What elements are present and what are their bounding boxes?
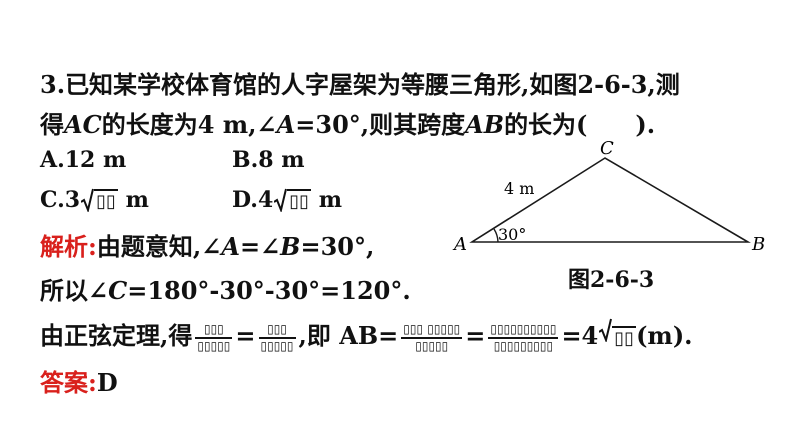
sqrt-symbol: ▯▯ bbox=[81, 186, 118, 214]
answer-value: D bbox=[96, 368, 118, 397]
solution-text-1a: 由题意知,∠ bbox=[96, 232, 222, 261]
solution-text-3d: (m). bbox=[636, 321, 693, 350]
segment-ab: AB bbox=[465, 110, 505, 139]
figure-caption: 图2-6-3 bbox=[568, 267, 655, 293]
fraction-3: ▯▯▯ ▯▯▯▯▯ ▯▯▯▯▯ bbox=[401, 321, 463, 353]
solution-label: 解析: bbox=[40, 232, 97, 261]
fraction-1-denominator: ▯▯▯▯▯ bbox=[197, 338, 231, 353]
option-a-text: A.12 m bbox=[40, 147, 127, 173]
question-text-2c: =30°,则其跨度 bbox=[295, 110, 466, 139]
vertex-c-label: C bbox=[600, 138, 614, 159]
fraction-1-numerator: ▯▯▯ bbox=[203, 321, 224, 336]
solution-radicand: ▯▯ bbox=[612, 326, 637, 349]
question-number: 3. bbox=[40, 70, 66, 99]
question-text-2d: 的长为( ). bbox=[504, 110, 656, 139]
side-ac-label: 4 m bbox=[504, 179, 534, 198]
option-d: D.4 ▯▯ m bbox=[232, 186, 342, 214]
segment-ac: AC bbox=[64, 110, 102, 139]
option-d-unit: m bbox=[311, 187, 343, 213]
question-text-1: 已知某学校体育馆的人字屋架为等腰三角形,如图2-6-3,测 bbox=[65, 70, 680, 99]
option-c-unit: m bbox=[117, 187, 149, 213]
solution-text-2a: 所以∠ bbox=[40, 276, 109, 305]
option-b-text: B.8 m bbox=[232, 147, 305, 173]
sqrt-symbol: ▯▯ bbox=[599, 316, 637, 356]
solution-angle-a: A bbox=[221, 232, 240, 261]
solution-text-3c: =4 bbox=[561, 321, 599, 350]
solution-angle-c: C bbox=[108, 276, 128, 305]
fraction-2-denominator: ▯▯▯▯▯ bbox=[260, 338, 294, 353]
solution-text-2b: =180°-30°-30°=120°. bbox=[127, 276, 411, 305]
solution-text-1c: =30°, bbox=[300, 232, 375, 261]
angle-a-label: A bbox=[276, 110, 296, 139]
option-d-radicand: ▯▯ bbox=[287, 189, 312, 212]
sqrt-symbol: ▯▯ bbox=[274, 186, 312, 214]
option-c-radicand: ▯▯ bbox=[94, 189, 118, 212]
fraction-2: ▯▯▯▯▯▯▯▯ bbox=[258, 321, 296, 353]
angle-arc bbox=[493, 228, 499, 243]
solution-angle-b: B bbox=[280, 232, 301, 261]
equals-sign: = bbox=[465, 321, 486, 350]
answer-line: 答案:D bbox=[40, 368, 118, 398]
option-c: C.3 ▯▯ m bbox=[40, 186, 149, 214]
solution-text-3b: ,即 AB= bbox=[298, 321, 399, 350]
fraction-3-denominator: ▯▯▯▯▯ bbox=[415, 338, 449, 353]
solution-line-1: 解析:由题意知,∠A=∠B=30°, bbox=[40, 232, 374, 262]
question-text-2a: 得 bbox=[40, 110, 64, 139]
answer-label: 答案: bbox=[40, 368, 97, 397]
solution-line-2: 所以∠C=180°-30°-30°=120°. bbox=[40, 276, 411, 306]
fraction-1: ▯▯▯▯▯▯▯▯ bbox=[195, 321, 233, 353]
fraction-4-numerator: ▯▯▯▯▯▯▯▯▯▯ bbox=[490, 321, 557, 336]
vertex-a-label: A bbox=[452, 234, 467, 255]
fraction-3-numerator: ▯▯▯ ▯▯▯▯▯ bbox=[403, 321, 461, 336]
question-text-2b: 的长度为4 m,∠ bbox=[101, 110, 277, 139]
question-line-2: 得AC的长度为4 m,∠A=30°,则其跨度AB的长为( ). bbox=[40, 110, 655, 140]
fraction-4: ▯▯▯▯▯▯▯▯▯▯▯▯▯▯▯▯▯▯▯ bbox=[488, 321, 559, 353]
triangle-figure: A B C 4 m 30° bbox=[452, 138, 765, 255]
fraction-4-denominator: ▯▯▯▯▯▯▯▯▯ bbox=[493, 338, 554, 353]
vertex-b-label: B bbox=[751, 234, 765, 255]
angle-a-value: 30° bbox=[498, 225, 526, 244]
fraction-2-numerator: ▯▯▯ bbox=[267, 321, 287, 336]
option-c-coef: C.3 bbox=[40, 187, 81, 213]
triangle bbox=[469, 157, 751, 243]
solution-text-1b: =∠ bbox=[239, 232, 281, 261]
option-b: B.8 m bbox=[232, 146, 305, 174]
question-line-1: 3.已知某学校体育馆的人字屋架为等腰三角形,如图2-6-3,测 bbox=[40, 70, 680, 100]
solution-text-3a: 由正弦定理,得 bbox=[40, 321, 193, 350]
equals-sign: = bbox=[235, 321, 256, 350]
option-a: A.12 m bbox=[40, 146, 126, 174]
option-d-coef: D.4 bbox=[232, 187, 274, 213]
solution-line-3: 由正弦定理,得▯▯▯▯▯▯▯▯=▯▯▯▯▯▯▯▯,即 AB=▯▯▯ ▯▯▯▯▯▯… bbox=[40, 316, 693, 356]
